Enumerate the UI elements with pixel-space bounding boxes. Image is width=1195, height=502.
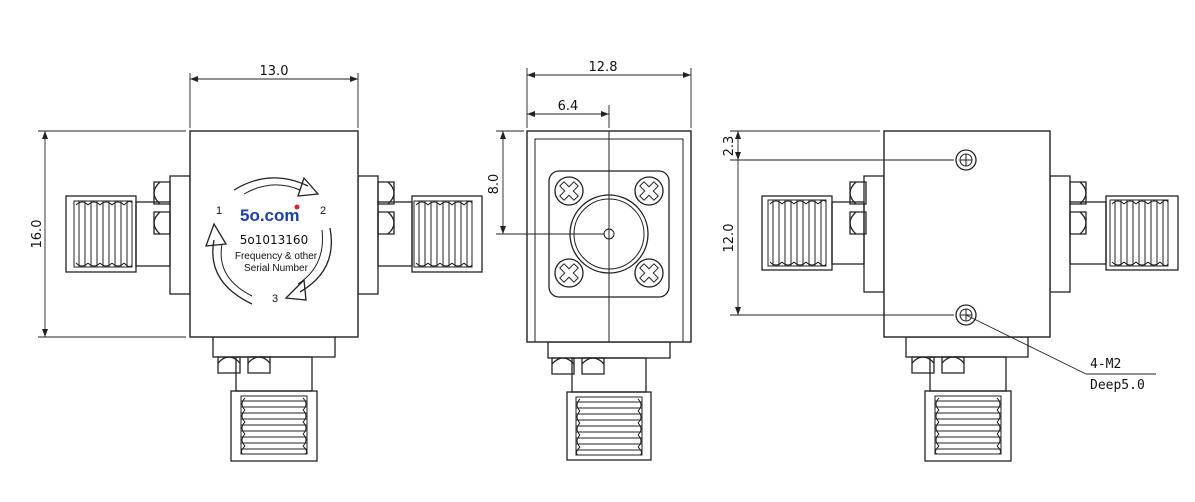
front-right-connector [357,175,483,295]
side-half-text: 6.4 [558,99,579,114]
right-top-text: 2.3 [722,136,737,157]
thread-callout: 4-M2 Deep5.0 [965,314,1156,393]
dim-side-width: 12.8 [526,60,692,128]
front-bottom-connector [212,336,336,462]
side-bottom-connector [547,341,671,461]
front-width-text: 13.0 [260,64,289,79]
label-line-2: Serial Number [244,263,309,274]
brand-logo: 5o.com [240,206,300,225]
port-3-label: 3 [272,293,278,305]
right-view: 2.3 12.0 4-M2 Deep5.0 [722,130,1179,462]
logo-dot-icon [294,204,300,210]
front-left-connector [65,175,191,295]
mounting-hole-top [955,149,977,171]
right-left-connector [761,175,885,293]
part-number: 5o1013160 [240,233,308,247]
callout-thread: 4-M2 [1090,357,1121,372]
right-spacing-text: 12.0 [722,224,737,253]
dim-right-spacing: 12.0 [722,160,954,316]
dim-side-half: 6.4 [527,99,610,128]
right-right-connector [1049,175,1179,293]
callout-depth: Deep5.0 [1090,378,1145,393]
dim-front-height: 16.0 [30,130,186,338]
circulation-arrows [205,176,333,305]
label-line-1: Frequency & other [235,251,318,262]
front-height-text: 16.0 [30,220,45,249]
port-2-label: 2 [320,205,326,217]
right-bottom-connector [905,336,1029,462]
front-housing [189,130,359,338]
front-view: 1 2 3 5o.com 5o1013160 Frequency & other… [30,64,483,462]
dim-right-top: 2.3 [722,130,954,161]
side-width-text: 12.8 [589,60,618,75]
port-1-label: 1 [216,205,222,217]
product-label: 1 2 3 5o.com 5o1013160 Frequency & other… [216,204,326,305]
right-housing [883,130,1051,338]
side-view: 12.8 6.4 8.0 [487,60,692,461]
dim-front-width: 13.0 [189,64,359,128]
side-center-text: 8.0 [487,174,502,195]
dim-side-center: 8.0 [487,130,604,235]
